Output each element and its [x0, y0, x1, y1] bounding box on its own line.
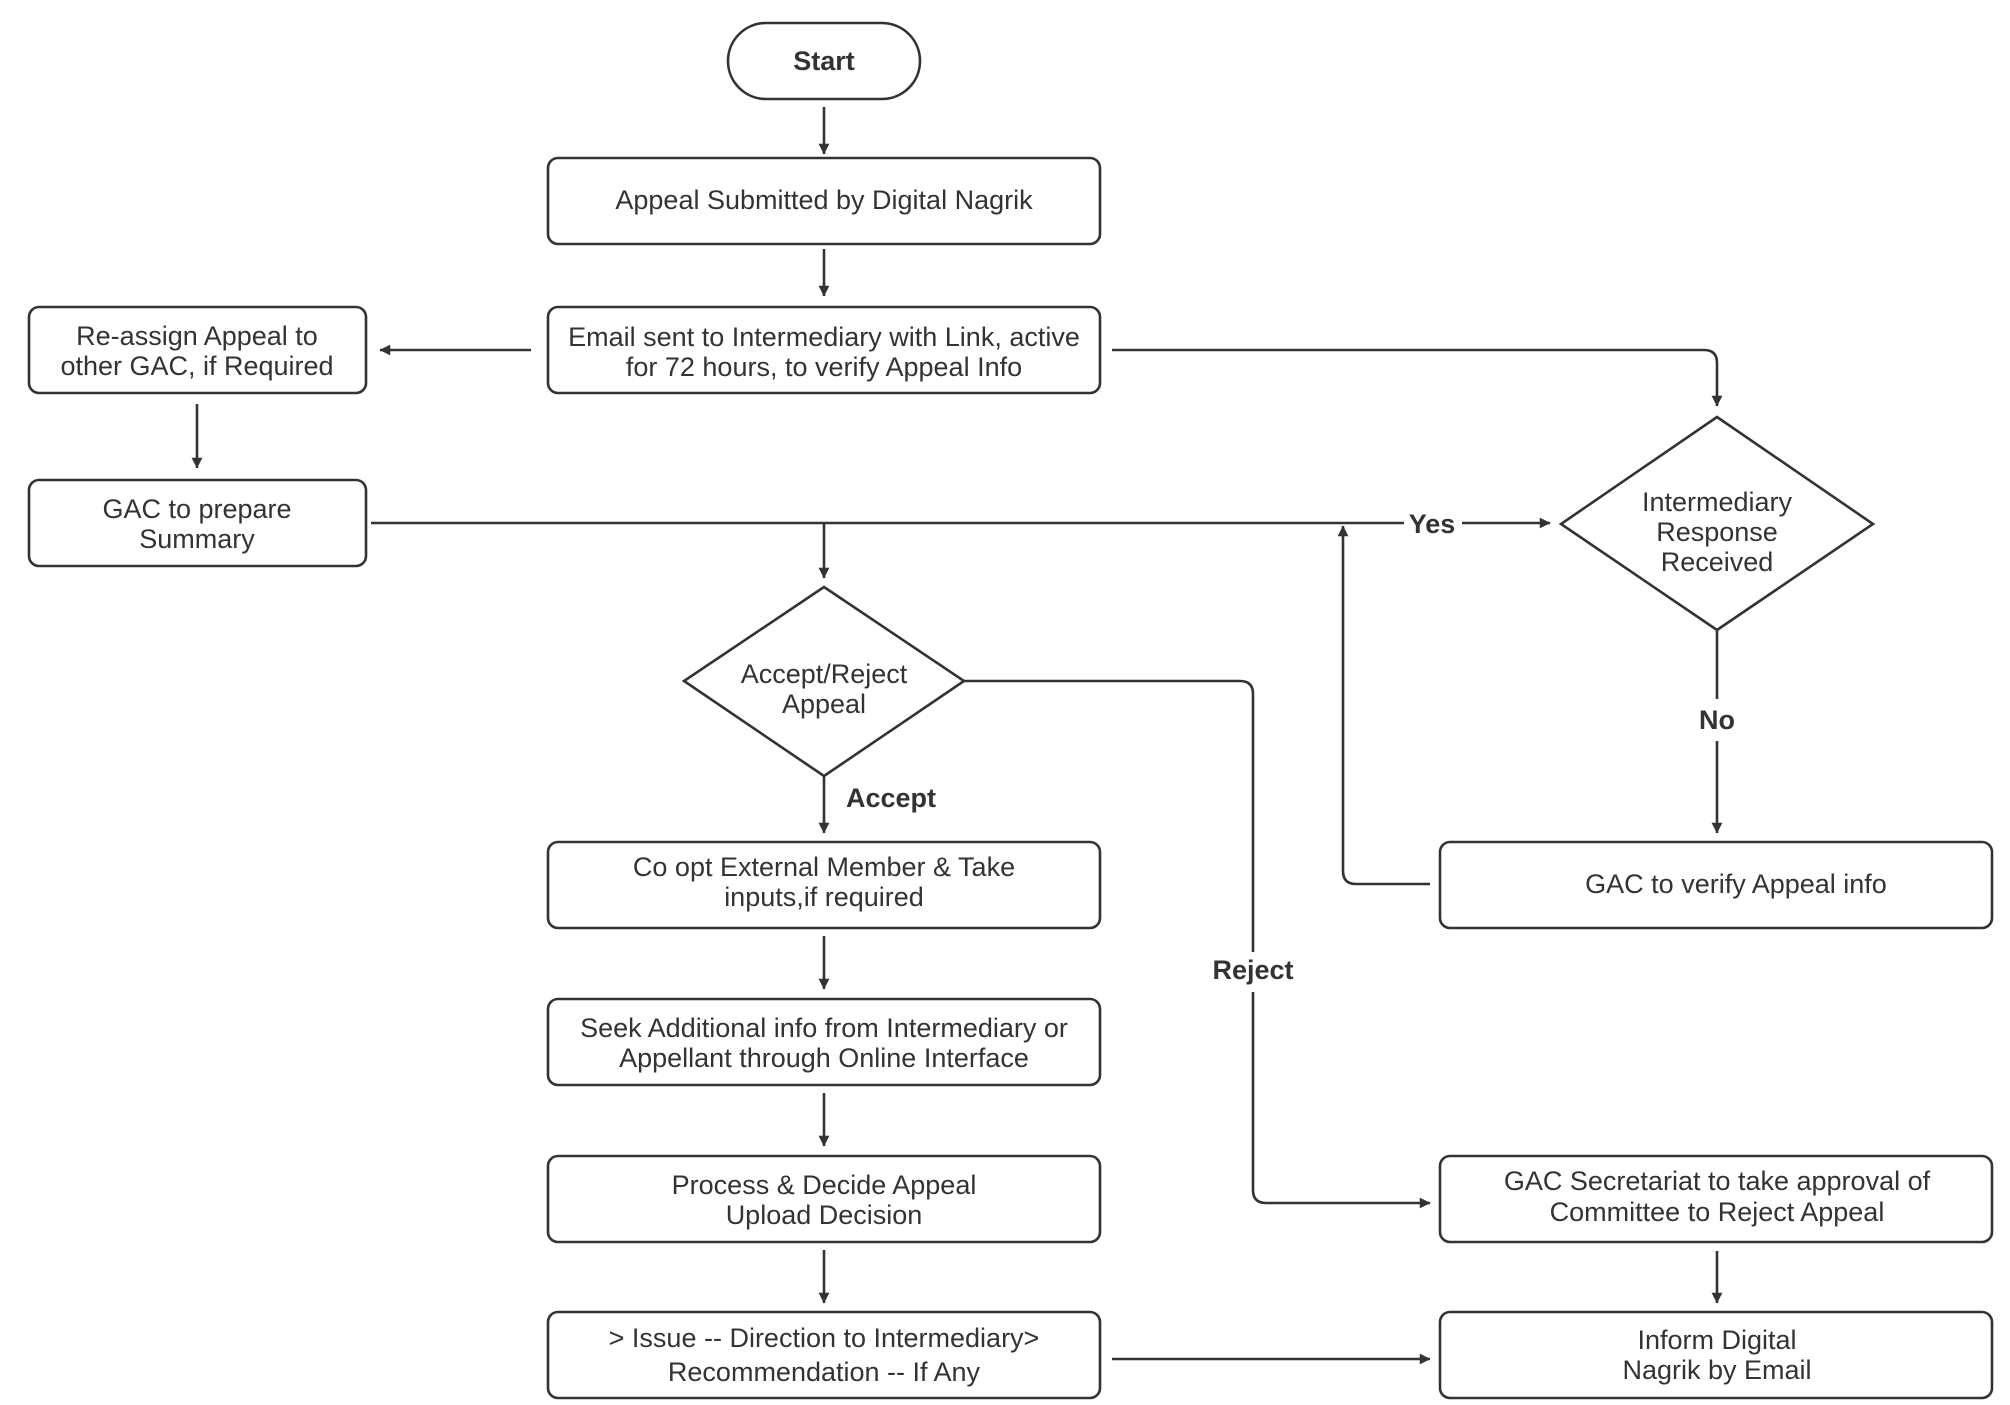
- reassign-label-line-1: Re-assign Appeal to: [76, 321, 318, 351]
- accept-reject-label-line-2: Appeal: [782, 689, 866, 719]
- connectors: [191, 107, 1723, 1365]
- verify-info-label: GAC to verify Appeal info: [1585, 869, 1887, 899]
- email-sent-node: Email sent to Intermediary with Link, ac…: [546, 305, 1102, 395]
- no-label: No: [1699, 705, 1735, 735]
- issue-direction-label-line-1: > Issue -- Direction to Intermediary>: [609, 1323, 1040, 1353]
- accept-reject-decision: Accept/Reject Appeal: [681, 585, 967, 778]
- process-decide-label-line-1: Process & Decide Appeal: [672, 1170, 977, 1200]
- intermediary-response-label-line-2: Response: [1656, 517, 1778, 547]
- nodes: Start Appeal Submitted by Digital Nagrik…: [27, 21, 1994, 1400]
- appeal-submitted-node: Appeal Submitted by Digital Nagrik: [546, 156, 1102, 246]
- appeal-submitted-label: Appeal Submitted by Digital Nagrik: [615, 185, 1033, 215]
- reassign-node: Re-assign Appeal to other GAC, if Requir…: [27, 305, 368, 395]
- prepare-summary-label-line-2: Summary: [139, 524, 255, 554]
- reassign-label-line-2: other GAC, if Required: [60, 351, 333, 381]
- co-opt-node: Co opt External Member & Take inputs,if …: [546, 840, 1102, 930]
- inform-nagrik-label-line-2: Nagrik by Email: [1622, 1355, 1811, 1385]
- inform-nagrik-node: Inform Digital Nagrik by Email: [1438, 1310, 1994, 1400]
- accept-reject-label-line-1: Accept/Reject: [741, 659, 908, 689]
- seek-info-node: Seek Additional info from Intermediary o…: [546, 997, 1102, 1087]
- accept-label: Accept: [846, 783, 936, 813]
- edge-email-sent-to-intermediary-response: [1112, 348, 1723, 407]
- verify-info-node: GAC to verify Appeal info: [1438, 840, 1994, 930]
- secretariat-approval-label-line-1: GAC Secretariat to take approval of: [1504, 1166, 1931, 1196]
- co-opt-label-line-2: inputs,if required: [724, 882, 924, 912]
- intermediary-response-decision: Intermediary Response Received: [1558, 415, 1876, 632]
- edge-verify-info-to-summary-line: [1337, 525, 1430, 886]
- secretariat-approval-node: GAC Secretariat to take approval of Comm…: [1438, 1154, 1994, 1244]
- prepare-summary-label-line-1: GAC to prepare: [102, 494, 291, 524]
- yes-label: Yes: [1409, 509, 1456, 539]
- inform-nagrik-label-line-1: Inform Digital: [1637, 1325, 1796, 1355]
- prepare-summary-node: GAC to prepare Summary: [27, 478, 368, 568]
- intermediary-response-label-line-3: Received: [1661, 547, 1774, 577]
- secretariat-approval-label-line-2: Committee to Reject Appeal: [1550, 1197, 1885, 1227]
- issue-direction-node: > Issue -- Direction to Intermediary> Re…: [546, 1310, 1102, 1400]
- email-sent-label-line-2: for 72 hours, to verify Appeal Info: [626, 352, 1022, 382]
- seek-info-label-line-1: Seek Additional info from Intermediary o…: [580, 1013, 1068, 1043]
- seek-info-label-line-2: Appellant through Online Interface: [619, 1043, 1029, 1073]
- issue-direction-label-line-2: Recommendation -- If Any: [668, 1357, 981, 1387]
- start-terminal: Start: [726, 21, 922, 101]
- start-label: Start: [793, 46, 855, 76]
- reject-label: Reject: [1212, 955, 1293, 985]
- process-decide-node: Process & Decide Appeal Upload Decision: [546, 1154, 1102, 1244]
- co-opt-label-line-1: Co opt External Member & Take: [633, 852, 1015, 882]
- edge-accept-reject-to-reject-label: [962, 679, 1255, 952]
- intermediary-response-label-line-1: Intermediary: [1642, 487, 1793, 517]
- edge-reject-label-to-secretariat: [1251, 992, 1431, 1209]
- process-decide-label-line-2: Upload Decision: [726, 1200, 923, 1230]
- email-sent-label-line-1: Email sent to Intermediary with Link, ac…: [568, 322, 1080, 352]
- edge-labels: Yes No Accept Reject: [846, 509, 1735, 985]
